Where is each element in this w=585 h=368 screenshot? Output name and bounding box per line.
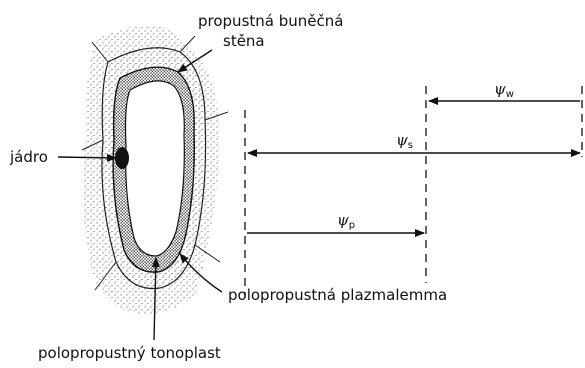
vacuole: [126, 81, 185, 256]
tonoplast-label: polopropustný tonoplast: [38, 344, 221, 362]
wall-label-line1: propustná buněčná: [198, 12, 343, 30]
psi-p-label: ψp: [337, 211, 355, 231]
psi-w-label: ψw: [494, 80, 514, 100]
nucleus-label: jádro: [9, 148, 48, 166]
plasmalemma-label: polopropustná plazmalemma: [228, 286, 447, 304]
psi-s-label: ψs: [396, 131, 413, 151]
nucleus: [115, 147, 129, 169]
nucleus-pointer: [58, 157, 116, 158]
wall-label-line2: stěna: [223, 32, 265, 50]
potential-diagram: ψw ψs ψp: [245, 80, 582, 297]
